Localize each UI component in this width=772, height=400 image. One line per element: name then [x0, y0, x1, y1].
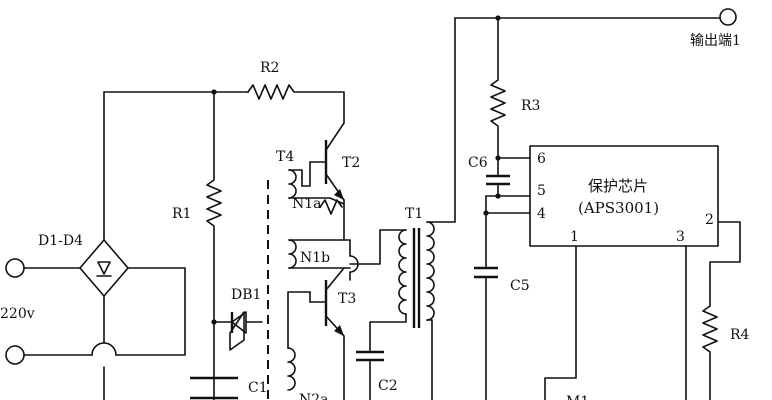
chip-model: (APS3001): [578, 199, 659, 217]
output-terminal-1: [719, 8, 737, 26]
n2a-label: N2a: [299, 392, 329, 400]
winding-n1b: [288, 239, 351, 269]
c1-label: C1: [248, 380, 268, 396]
capacitor-c5: [474, 266, 498, 400]
top-positive-rail: [103, 89, 249, 95]
ac-input-terminal-top: [5, 258, 25, 278]
capacitor-c2: [356, 350, 384, 400]
output-terminal-label: 输出端1: [690, 33, 741, 49]
t1-label: T1: [405, 206, 423, 222]
chip-name: 保护芯片: [588, 177, 648, 195]
chip-pin-leads: [544, 221, 741, 400]
c6-label: C6: [468, 155, 488, 171]
ac-voltage-label: 220v: [0, 306, 35, 322]
t4-label: T4: [276, 149, 294, 165]
c5-label: C5: [510, 278, 530, 294]
winding-n2a: [287, 291, 311, 391]
bridge-rectifier-d1-d4: [23, 91, 186, 400]
c2-label: C2: [378, 378, 398, 394]
diac-db1: [213, 311, 263, 351]
m1-label: M1: [566, 394, 589, 400]
protection-chip: [529, 145, 719, 247]
resistor-r4: [702, 305, 718, 400]
chip-pin-4: 4: [537, 206, 546, 222]
output-rail: [431, 15, 721, 223]
resistor-r2: [247, 84, 345, 124]
winding-n1a: [288, 169, 345, 215]
chip-pin-1: 1: [570, 229, 579, 245]
t2-label: T2: [342, 155, 360, 171]
r4-label: R4: [730, 327, 750, 343]
t3-label: T3: [338, 291, 356, 307]
db1-label: DB1: [231, 287, 261, 303]
chip-pin-6: 6: [537, 151, 546, 167]
transistor-t2: [301, 122, 345, 241]
n1b-label: N1b: [300, 250, 330, 266]
chip-pin-5: 5: [537, 183, 546, 199]
r1-label: R1: [172, 206, 191, 222]
transformer-t1: [369, 221, 435, 400]
capacitor-c6: [486, 155, 531, 197]
r2-label: R2: [260, 60, 279, 76]
chip-pin-2: 2: [705, 212, 714, 228]
resistor-r3: [490, 17, 506, 159]
pin-connections-5-4: [483, 193, 531, 269]
transistor-t3: [309, 267, 345, 400]
chip-pin-3: 3: [676, 229, 685, 245]
half-bridge-midpoint: [349, 229, 407, 281]
n1a-label: N1a: [292, 196, 322, 212]
ac-input-terminal-bottom: [5, 345, 25, 365]
r3-label: R3: [521, 98, 540, 114]
bridge-label: D1-D4: [38, 233, 83, 249]
resistor-r1: [206, 91, 222, 400]
capacitor-c1: [190, 376, 238, 400]
